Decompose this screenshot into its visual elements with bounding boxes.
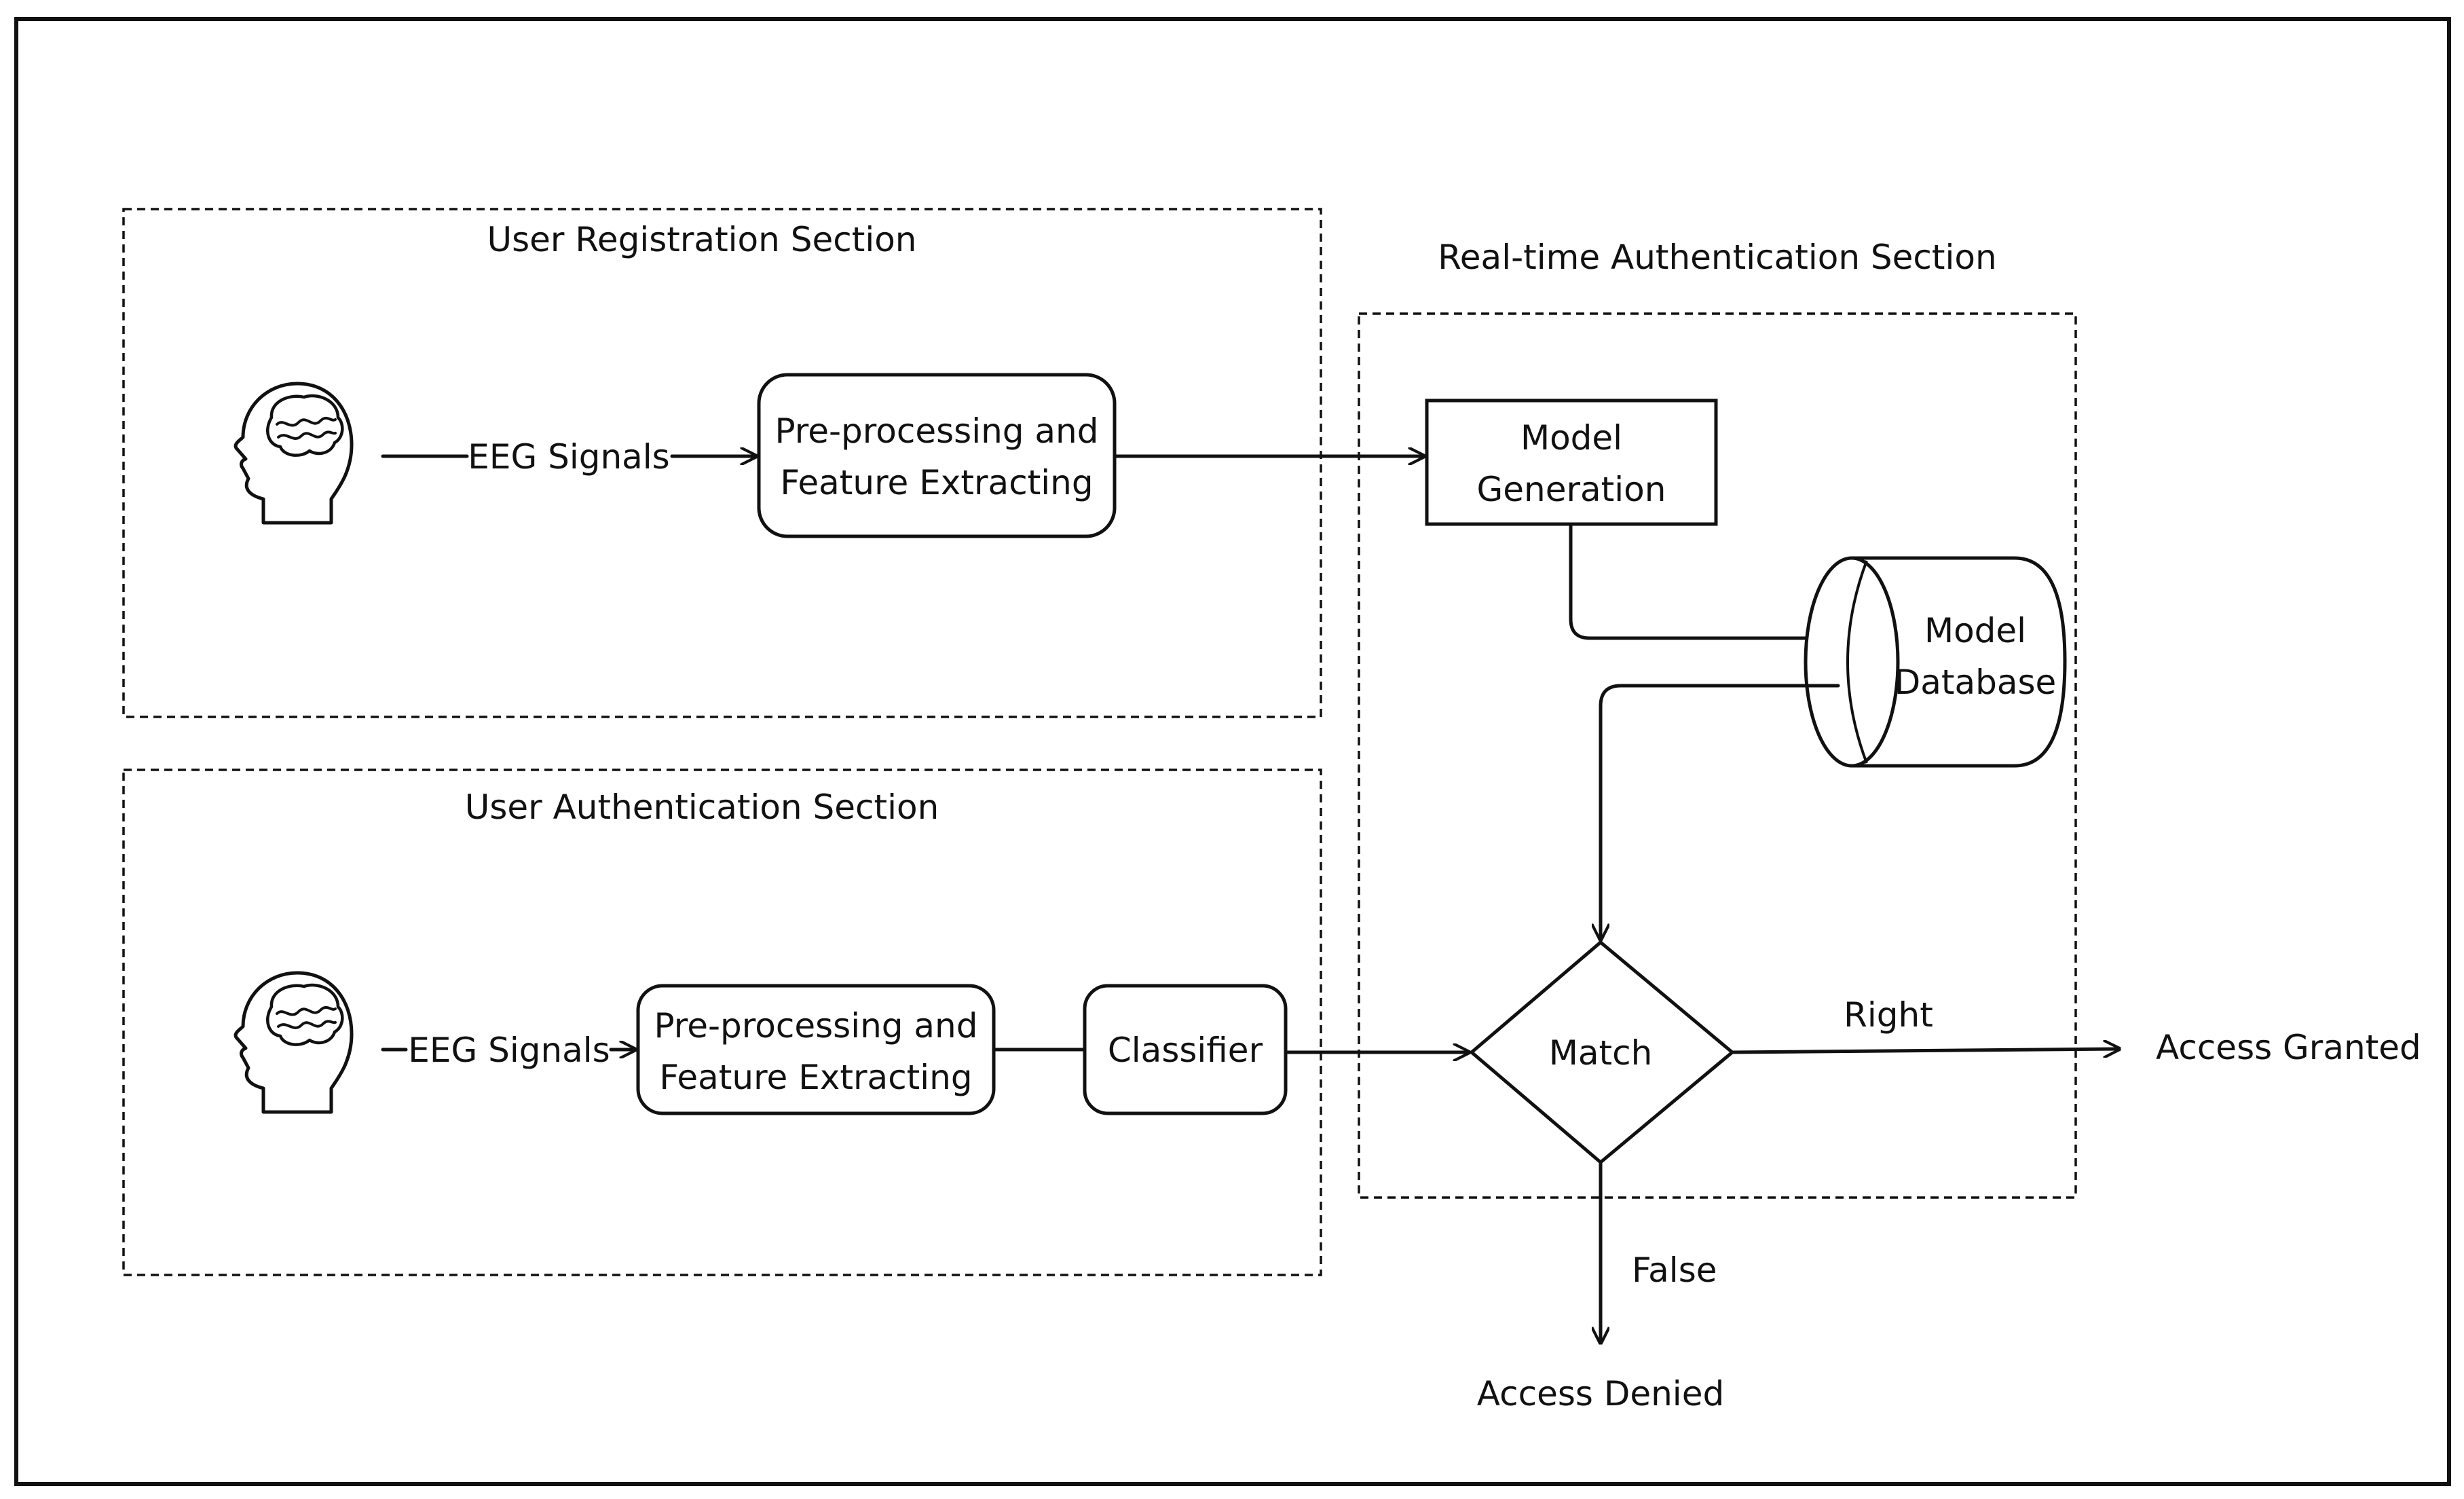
registration-preprocess-box bbox=[757, 373, 1117, 538]
authentication-section-box bbox=[122, 769, 1322, 1276]
registration-section-title: User Registration Section bbox=[487, 220, 916, 259]
head-with-brain-icon bbox=[236, 384, 352, 523]
registration-eeg-signals-label: EEG Signals bbox=[468, 437, 669, 477]
false-branch-label: False bbox=[1632, 1251, 1717, 1290]
authentication-preprocess-label-line1: Pre-processing and bbox=[654, 1006, 978, 1045]
classifier-label: Classifier bbox=[1108, 1031, 1263, 1070]
database-to-match-arrow bbox=[1601, 684, 1840, 940]
model-database-cylinder bbox=[1804, 556, 2067, 768]
realtime-section-box bbox=[1358, 312, 2077, 1199]
registration-preprocess-label-line1: Pre-processing and bbox=[775, 411, 1099, 451]
authentication-preprocess-label-line2: Feature Extracting bbox=[659, 1058, 972, 1097]
classifier-box bbox=[1083, 984, 1288, 1115]
match-label: Match bbox=[1549, 1033, 1653, 1073]
match-to-access-granted-arrow bbox=[1730, 1049, 2119, 1052]
model-generation-label-line2: Generation bbox=[1477, 470, 1666, 509]
registration-section-box bbox=[122, 208, 1322, 718]
model-generation-label-line1: Model bbox=[1520, 418, 1622, 458]
head-with-brain-icon bbox=[236, 973, 352, 1112]
access-granted-label: Access Granted bbox=[2156, 1028, 2421, 1067]
model-database-label-line2: Database bbox=[1894, 663, 2057, 702]
model-generation-box bbox=[1425, 399, 1718, 526]
registration-preprocess-label-line2: Feature Extracting bbox=[780, 463, 1093, 502]
authentication-section-title: User Authentication Section bbox=[465, 788, 939, 827]
right-branch-label: Right bbox=[1844, 995, 1933, 1035]
model-database-label-line1: Model bbox=[1924, 611, 2026, 650]
authentication-eeg-signals-label: EEG Signals bbox=[408, 1031, 610, 1070]
model-generation-to-database-arrow bbox=[1569, 522, 1837, 638]
realtime-section-title: Real-time Authentication Section bbox=[1438, 238, 1996, 277]
access-denied-label: Access Denied bbox=[1477, 1374, 1724, 1413]
outer-frame bbox=[14, 17, 2451, 1486]
